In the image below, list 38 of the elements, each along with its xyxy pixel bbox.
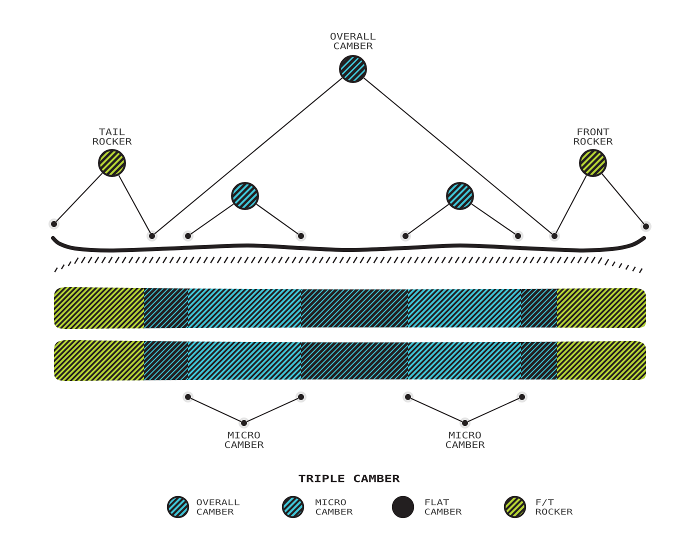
legend-label: MICRO CAMBER [316, 499, 353, 515]
hatched-circle [231, 182, 259, 210]
dot [516, 392, 528, 402]
legend-label: FLAT CAMBER [424, 499, 462, 515]
leader-line [408, 204, 450, 235]
leader-line [190, 204, 234, 235]
callout-label: MICRO CAMBER [446, 432, 485, 448]
dot [640, 221, 652, 232]
leader-line [154, 78, 343, 234]
dot [400, 230, 411, 242]
callout-label: FRONT ROCKER [574, 128, 613, 145]
leader-line [246, 398, 298, 422]
legend-title: TRIPLE CAMBER [298, 474, 400, 482]
dot [512, 230, 524, 242]
legend-label: F/T ROCKER [536, 499, 573, 515]
callout-label: OVERALL CAMBER [330, 32, 376, 50]
dot [146, 230, 158, 242]
dot [296, 230, 306, 242]
leader-line [468, 398, 520, 422]
callout-label: MICRO CAMBER [224, 432, 264, 448]
dot [402, 392, 414, 402]
callout-label: TAIL ROCKER [92, 128, 132, 145]
leader-line [410, 398, 462, 422]
leader-line [556, 175, 587, 234]
leader-line [118, 175, 151, 234]
leader-line [256, 204, 299, 235]
dot [296, 392, 306, 402]
leader-line [471, 203, 516, 235]
leader-line [602, 173, 644, 224]
leader-line [56, 172, 103, 222]
dot [48, 218, 60, 230]
dot [182, 392, 194, 402]
legend-label: OVERALL CAMBER [196, 499, 240, 515]
leader-line [190, 398, 242, 422]
dot [549, 230, 560, 242]
leader-line [363, 78, 552, 234]
dot [182, 230, 194, 242]
hatched-circle [446, 182, 474, 210]
